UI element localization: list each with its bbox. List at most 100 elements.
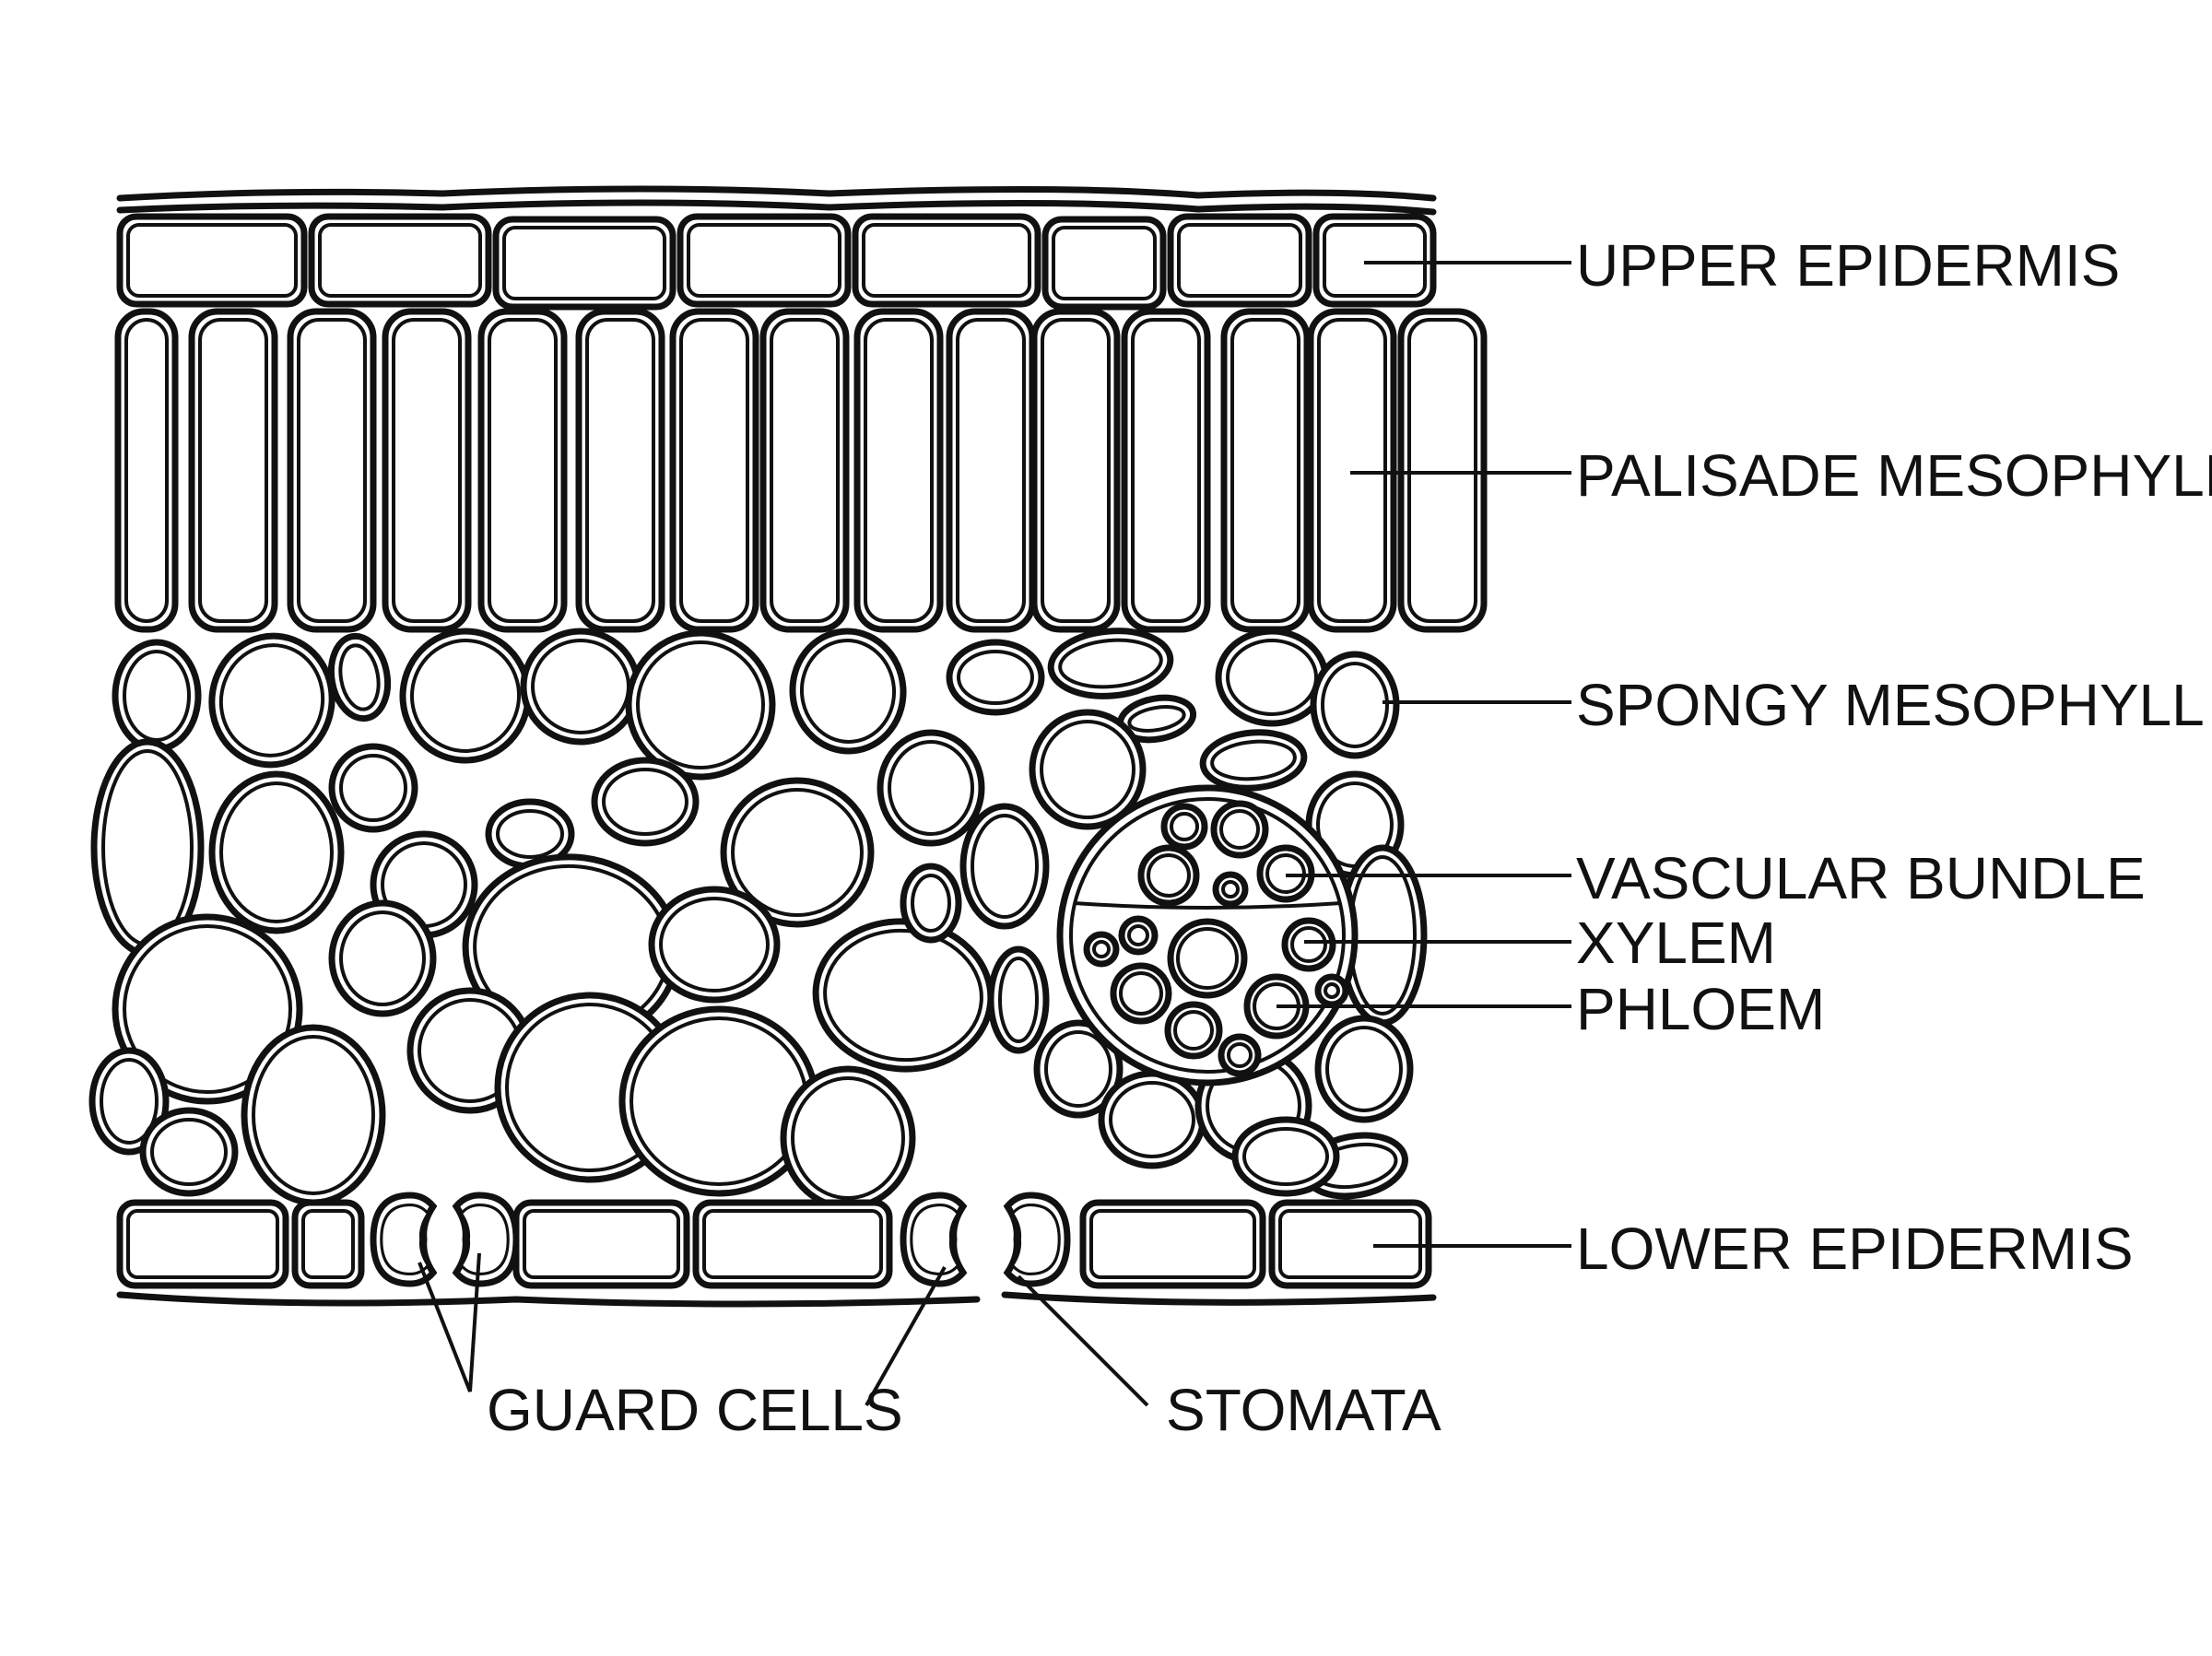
leader-guard-cells-right [865, 1266, 947, 1406]
cuticle [116, 185, 1437, 216]
label-lower-epidermis: LOWER EPIDERMIS [1576, 1216, 2134, 1282]
spongy-mesophyll-cell [208, 770, 345, 934]
palisade-cell [1220, 308, 1311, 633]
spongy-mesophyll-cell [1199, 729, 1308, 792]
palisade-cell [946, 308, 1036, 633]
palisade-mesophyll-layer [114, 308, 1488, 633]
label-stomata: STOMATA [1166, 1377, 1441, 1443]
upper-epidermis-cell [492, 216, 677, 311]
palisade-cell [1030, 308, 1121, 633]
lower-epidermis-layer [116, 1199, 1437, 1308]
palisade-cell [575, 308, 665, 633]
spongy-mesophyll-cell [946, 639, 1045, 716]
guard-cells-group [370, 1192, 1071, 1287]
label-phloem: PHLOEM [1576, 976, 1825, 1042]
label-guard-cells: GUARD CELLS [487, 1377, 903, 1443]
spongy-mesophyll-cell [139, 1107, 239, 1197]
label-palisade-mesophyll: PALISADE MESOPHYLL [1576, 442, 2212, 509]
guard-cell [452, 1192, 520, 1287]
spongy-mesophyll-cell [1310, 651, 1400, 759]
lower-epidermis-cell [692, 1199, 893, 1289]
spongy-mesophyll-cell [112, 639, 202, 753]
palisade-cell [853, 308, 944, 633]
spongy-mesophyll-cell [327, 632, 392, 722]
palisade-cell [1397, 308, 1488, 633]
label-xylem: XYLEM [1576, 910, 1776, 976]
guard-cell [370, 1192, 438, 1287]
spongy-mesophyll-cell [1231, 1116, 1340, 1197]
spongy-mesophyll-cell [1098, 1070, 1206, 1169]
leader-lines [418, 261, 1571, 1407]
spongy-mesophyll-cell [812, 918, 994, 1073]
palisade-cell [477, 308, 568, 633]
upper-epidermis-cell [308, 213, 492, 308]
spongy-mesophyll-cell [987, 945, 1050, 1054]
leader-guard-cells-left [418, 1252, 481, 1392]
guard-cell [1003, 1192, 1071, 1287]
upper-epidermis-cell [852, 213, 1041, 308]
spongy-mesophyll-cell [520, 628, 641, 746]
lower-epidermis-cell [1079, 1199, 1266, 1289]
xylem-vessel [1281, 917, 1336, 972]
spongy-mesophyll-cell [959, 803, 1050, 930]
phloem-cell [1314, 973, 1349, 1008]
palisade-cell [382, 308, 472, 633]
spongy-mesophyll-cell [241, 1024, 386, 1206]
spongy-mesophyll-cell [618, 1005, 819, 1197]
spongy-mesophyll-cell [208, 632, 335, 769]
spongy-mesophyll-cell [648, 886, 781, 1004]
palisade-cell [1121, 308, 1211, 633]
lower-epidermis-cell [512, 1199, 690, 1289]
palisade-cell [759, 308, 850, 633]
spongy-mesophyll-cell [877, 729, 985, 847]
spongy-mesophyll-cell [88, 1047, 170, 1156]
palisade-cell [287, 308, 377, 633]
lower-epidermis-cell [291, 1199, 365, 1289]
spongy-mesophyll-cell [1337, 844, 1428, 1027]
phloem-cell [1118, 915, 1159, 956]
guard-cell [900, 1192, 968, 1287]
xylem-vessel [1167, 918, 1248, 999]
spongy-mesophyll-cell [462, 853, 681, 1045]
xylem-vessel [1137, 844, 1200, 907]
upper-epidermis-cell [1312, 213, 1437, 308]
spongy-mesophyll-cell [900, 863, 962, 944]
spongy-mesophyll-cell [789, 628, 907, 755]
spongy-mesophyll-cell [485, 798, 575, 870]
upper-epidermis-cell [1041, 216, 1167, 311]
xylem-vessel [1210, 800, 1269, 859]
spongy-mesophyll-cell [1033, 1019, 1124, 1119]
spongy-mesophyll-cell [625, 629, 776, 781]
phloem-cell [1160, 803, 1208, 851]
vascular-divider [1073, 901, 1342, 910]
spongy-mesophyll-cell [591, 757, 700, 847]
xylem-vessel [1164, 1001, 1223, 1060]
spongy-mesophyll-cell [1116, 694, 1197, 744]
spongy-mesophyll-cell [399, 628, 532, 764]
upper-epidermis-layer [116, 213, 1437, 311]
palisade-cell [1307, 308, 1397, 633]
spongy-mesophyll-cell [328, 743, 418, 833]
phloem-cell [1218, 1033, 1262, 1077]
spongy-mesophyll-cell [328, 899, 437, 1017]
palisade-cell [114, 308, 179, 633]
labels: UPPER EPIDERMIS PALISADE MESOPHYLL SPONG… [487, 232, 2212, 1443]
spongy-mesophyll-cell [720, 777, 875, 928]
phloem-cell [1083, 931, 1120, 968]
spongy-mesophyll-cell [1047, 628, 1174, 699]
spongy-mesophyll-cell [112, 913, 303, 1105]
lower-epidermis-cell [116, 1199, 289, 1289]
vascular-bundle [1056, 784, 1359, 1086]
upper-epidermis-cell [116, 213, 308, 308]
upper-epidermis-cell [677, 213, 852, 308]
leader-stomata [1017, 1274, 1149, 1407]
xylem-vessel [1110, 962, 1172, 1025]
spongy-mesophyll-layer [88, 628, 1428, 1211]
phloem-cell [1212, 871, 1249, 908]
label-spongy-mesophyll: SPONGY MESOPHYLL [1576, 672, 2205, 738]
palisade-cell [669, 308, 759, 633]
spongy-mesophyll-cell [1314, 1015, 1414, 1123]
spongy-mesophyll-cell [780, 1065, 916, 1211]
